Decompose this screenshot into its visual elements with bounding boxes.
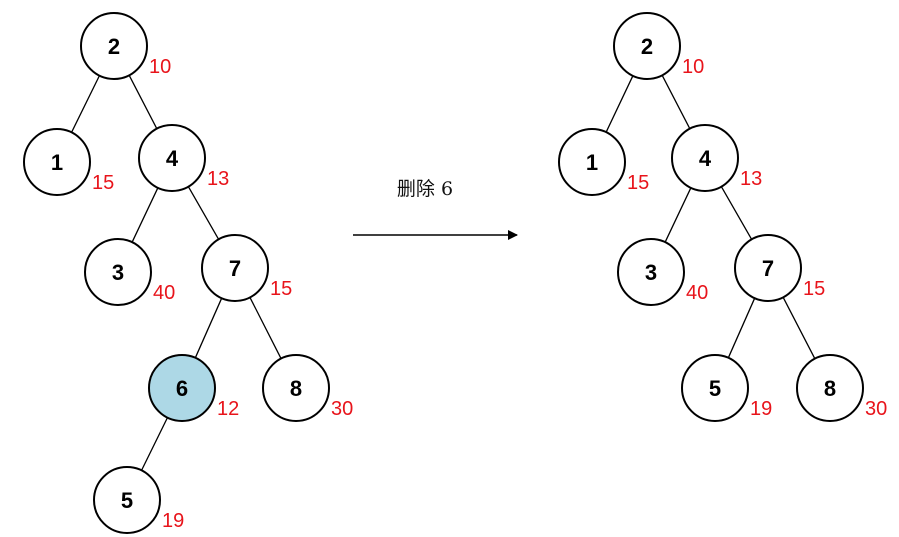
before-node-key: 4: [166, 146, 179, 171]
after-node-circle: [617, 238, 685, 306]
after-node-5: 5 19: [681, 354, 772, 422]
after-node-circle: [671, 124, 739, 192]
after-node-circle: [613, 12, 681, 80]
after-node-circle: [558, 128, 626, 196]
after-node-4: 4 13: [671, 124, 762, 192]
after-node-2: 2 10: [613, 12, 704, 80]
after-node-3: 3 40: [617, 238, 708, 306]
after-node-priority: 15: [803, 278, 825, 300]
before-node-priority: 19: [162, 510, 184, 532]
after-node-1: 1 15: [558, 128, 649, 196]
after-node-key: 1: [586, 150, 598, 175]
after-node-key: 3: [645, 260, 657, 285]
before-node-circle: [93, 466, 161, 534]
before-node-key: 8: [290, 376, 302, 401]
before-node-key: 2: [108, 34, 120, 59]
after-node-key: 4: [699, 146, 712, 171]
tree-edges: [70, 75, 816, 471]
before-node-1: 1 15: [23, 128, 114, 196]
after-node-priority: 13: [740, 168, 762, 190]
before-node-3: 3 40: [84, 238, 175, 306]
before-node-circle: [138, 124, 206, 192]
after-node-7: 7 15: [734, 234, 825, 302]
before-node-priority: 15: [270, 278, 292, 300]
before-edge: [131, 187, 159, 243]
before-edge: [128, 75, 158, 129]
before-edge: [194, 297, 223, 359]
before-node-priority: 15: [92, 172, 114, 194]
after-edge: [661, 75, 691, 129]
before-node-4: 4 13: [138, 124, 229, 192]
after-edge: [605, 75, 634, 133]
before-node-8: 8 30: [262, 354, 353, 422]
tree-nodes: 2 10 1 15 4 13 3 40 7 15 6 12 8 30 5 19 2 10 1 15 4 13 3 40 7 15 5…: [23, 12, 887, 534]
before-node-key: 1: [51, 150, 63, 175]
after-node-priority: 40: [686, 282, 708, 304]
after-edge: [727, 297, 756, 359]
before-edge: [249, 297, 282, 359]
after-node-circle: [681, 354, 749, 422]
before-edge: [140, 417, 169, 471]
before-node-circle: [201, 234, 269, 302]
before-node-priority: 10: [149, 56, 171, 78]
after-node-key: 2: [641, 34, 653, 59]
after-edge: [782, 297, 816, 359]
before-node-priority: 40: [153, 282, 175, 304]
before-node-key: 5: [121, 488, 133, 513]
before-edge: [70, 75, 101, 133]
after-node-priority: 30: [865, 398, 887, 420]
after-edge: [664, 187, 692, 243]
before-node-key: 6: [176, 376, 188, 401]
before-node-priority: 12: [217, 398, 239, 420]
after-node-circle: [734, 234, 802, 302]
after-node-priority: 10: [682, 56, 704, 78]
before-node-key: 3: [112, 260, 124, 285]
before-node-7: 7 15: [201, 234, 292, 302]
before-node-6: 6 12: [148, 354, 239, 422]
before-node-circle: [148, 354, 216, 422]
before-node-circle: [80, 12, 148, 80]
before-node-2: 2 10: [80, 12, 171, 80]
after-node-circle: [796, 354, 864, 422]
before-node-circle: [23, 128, 91, 196]
after-node-priority: 19: [750, 398, 772, 420]
operation-label: 删除 6: [396, 178, 454, 200]
after-node-key: 7: [762, 256, 774, 281]
before-node-circle: [84, 238, 152, 306]
before-node-priority: 30: [331, 398, 353, 420]
after-edge: [720, 186, 753, 240]
before-node-priority: 13: [207, 168, 229, 190]
before-edge: [187, 186, 220, 240]
after-node-key: 5: [709, 376, 721, 401]
after-node-8: 8 30: [796, 354, 887, 422]
after-node-key: 8: [824, 376, 836, 401]
before-node-5: 5 19: [93, 466, 184, 534]
after-node-priority: 15: [627, 172, 649, 194]
before-node-key: 7: [229, 256, 241, 281]
before-node-circle: [262, 354, 330, 422]
